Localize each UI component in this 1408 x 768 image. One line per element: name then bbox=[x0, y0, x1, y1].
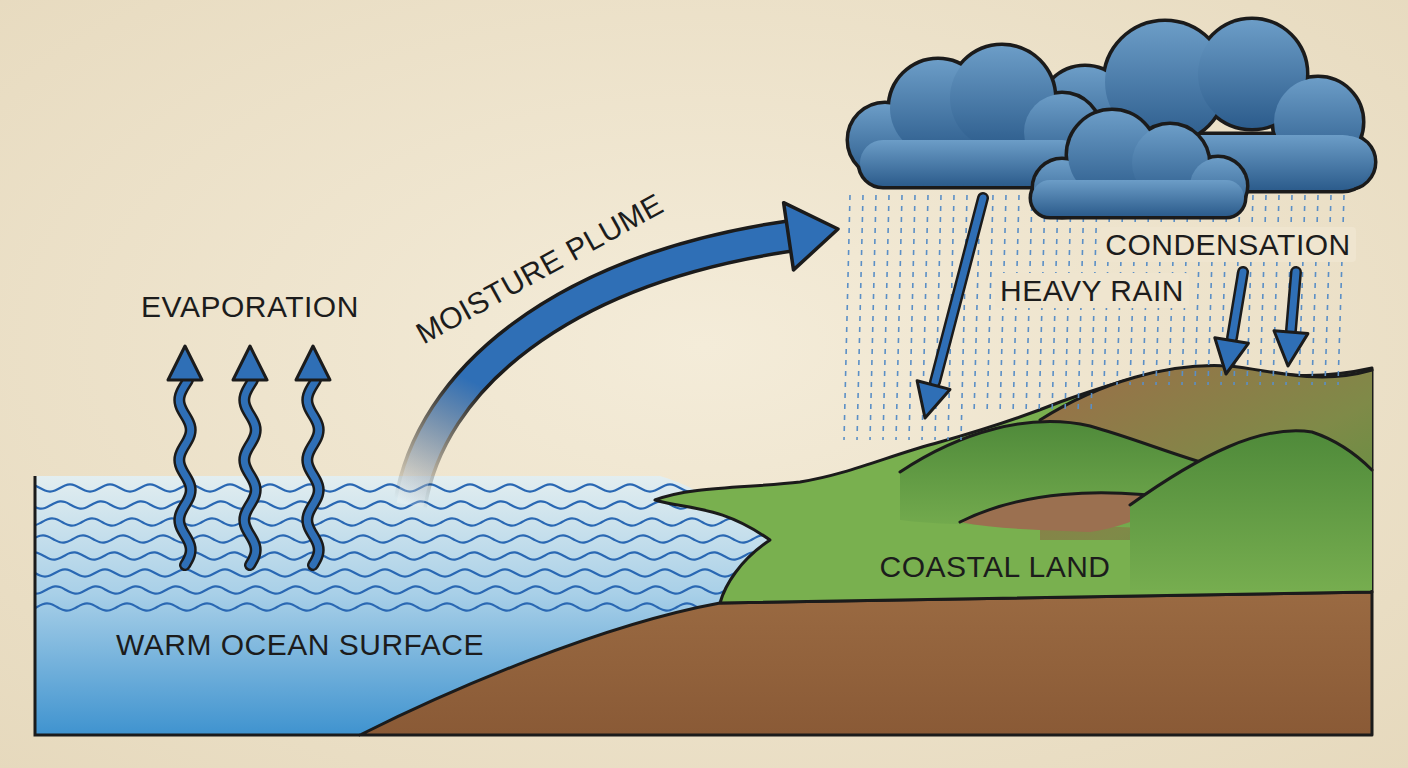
region-label: COASTAL LAND bbox=[879, 550, 1110, 583]
rain-arrow bbox=[917, 198, 983, 418]
evaporation-arrow bbox=[296, 346, 330, 565]
rain-arrow bbox=[1274, 272, 1308, 366]
coastal-plain bbox=[655, 366, 1372, 603]
evaporation-arrow bbox=[168, 346, 202, 565]
rain-arrow bbox=[1215, 272, 1249, 374]
process-label: HEAVY RAIN bbox=[995, 273, 1189, 308]
region-label: WARM OCEAN SURFACE bbox=[116, 628, 484, 661]
hill bbox=[1130, 431, 1372, 590]
evaporation-arrow bbox=[233, 346, 267, 565]
process-label: CONDENSATION bbox=[1100, 227, 1355, 262]
moisture-plume-arrow bbox=[410, 203, 838, 505]
process-label: EVAPORATION bbox=[141, 290, 359, 323]
cloud-front bbox=[1032, 111, 1246, 216]
flow-label: MOISTURE PLUME bbox=[411, 186, 669, 349]
soil-ground bbox=[360, 592, 1372, 735]
